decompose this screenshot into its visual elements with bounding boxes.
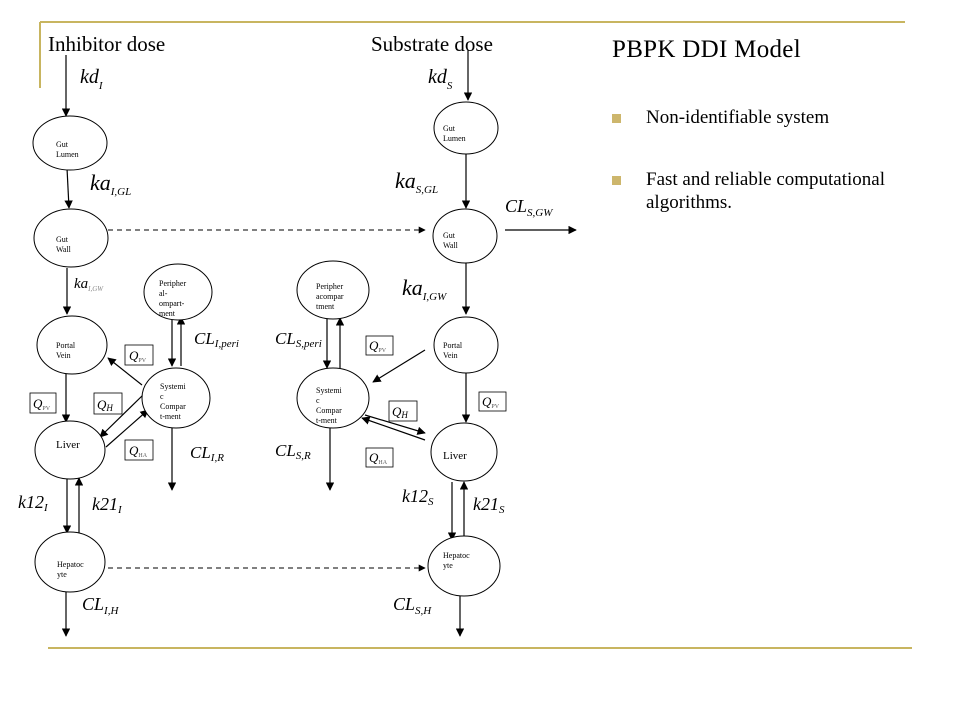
node-sub-systemic: Systemi c Compar t-ment: [296, 367, 370, 429]
param-cl-s-r: CLS,R: [275, 441, 311, 462]
node-label: yte: [443, 561, 453, 570]
node-inh-gut-lumen: Gut Lumen: [32, 115, 108, 171]
node-label: Systemi: [160, 382, 187, 391]
node-label: ment: [159, 309, 176, 318]
node-label: ompart-: [159, 299, 185, 308]
flow-box-inh-qh: QH: [93, 392, 123, 415]
param-k21-i: k21I: [92, 494, 123, 516]
node-label: Gut: [56, 140, 69, 149]
node-sub-peripheral: Peripher acompar tment: [296, 260, 370, 320]
node-label: t-ment: [316, 416, 338, 425]
inhibitor-dose-label: Inhibitor dose: [48, 32, 166, 56]
node-sub-liver: Liver: [430, 422, 498, 482]
node-label: Wall: [443, 241, 459, 250]
param-k12-s: k12S: [402, 486, 434, 508]
node-label: yte: [57, 570, 67, 579]
node-inh-systemic: Systemi c Compar t-ment: [141, 367, 211, 429]
node-sub-gut-wall: Gut Wall: [432, 208, 498, 264]
flow-box-inh-qpv-2: QPV: [29, 392, 57, 414]
node-label: Compar: [316, 406, 342, 415]
node-label: Hepatoc: [443, 551, 470, 560]
param-cl-s-gw: CLS,GW: [505, 196, 553, 219]
node-label: Vein: [443, 351, 458, 360]
param-cl-s-peri: CLS,peri: [275, 329, 322, 350]
node-label: Gut: [443, 124, 456, 133]
bullet-text: Fast and reliable computational algorith…: [646, 169, 886, 213]
substrate-dose-label: Substrate dose: [371, 32, 493, 56]
node-sub-hepatocyte: Hepatoc yte: [427, 535, 501, 597]
edge-sub-portal-to-systemic: [372, 349, 426, 383]
param-ka-i-gw-sub: kaI,GW: [402, 275, 447, 303]
node-label: al-: [159, 289, 168, 298]
node-label: Hepatoc: [57, 560, 84, 569]
param-ka-s-gl: kaS,GL: [395, 168, 438, 196]
param-k12-i: k12I: [18, 492, 49, 514]
flow-box-sub-qha: QHA: [365, 447, 394, 468]
svg-text:QH: QH: [392, 404, 408, 420]
node-inh-peripheral: Peripher al- ompart- ment: [143, 263, 213, 321]
edge-inh-lumen-to-wall: [64, 167, 73, 209]
param-cl-i-r: CLI,R: [190, 443, 224, 464]
flow-box-sub-qpv-1: QPV: [365, 335, 394, 356]
flow-box-inh-qha: QHA: [124, 439, 154, 461]
node-label: t-ment: [160, 412, 182, 421]
node-label: c: [160, 392, 164, 401]
param-kd-i: kdI: [80, 66, 104, 92]
node-label: c: [316, 396, 320, 405]
node-inh-hepatocyte: Hepatoc yte: [34, 531, 106, 593]
node-label: Portal: [56, 341, 76, 350]
node-label: Vein: [56, 351, 71, 360]
svg-text:QPV: QPV: [369, 338, 387, 354]
edge-inh-liver-to-systemic-qh: [105, 409, 149, 448]
node-label: Peripher: [159, 279, 186, 288]
edge-sub-liver-to-systemic: [361, 416, 426, 441]
flow-box-sub-qh: QH: [388, 400, 418, 422]
bullet-square-icon: [612, 114, 621, 123]
svg-text:QH: QH: [97, 397, 113, 413]
bullet-square-icon: [612, 176, 621, 185]
edge-sub-systemic-to-liver-qh: [364, 414, 426, 435]
node-label: Portal: [443, 341, 463, 350]
param-cl-i-peri: CLI,peri: [194, 329, 239, 350]
node-label: Liver: [443, 450, 467, 462]
flow-box-sub-qpv-2: QPV: [478, 391, 507, 412]
bullet-text: Non-identifiable system: [646, 107, 830, 128]
node-label: Gut: [443, 231, 456, 240]
node-label: Systemi: [316, 386, 343, 395]
param-k21-s: k21S: [473, 494, 505, 516]
node-label: Wall: [56, 245, 72, 254]
node-label: Lumen: [443, 134, 466, 143]
node-inh-liver: Liver: [34, 420, 106, 480]
param-kd-s: kdS: [428, 66, 453, 92]
node-label: acompar: [316, 292, 344, 301]
slide-title: PBPK DDI Model: [612, 36, 801, 63]
svg-text:QPV: QPV: [482, 394, 500, 410]
node-inh-portal-vein: Portal Vein: [36, 315, 108, 375]
param-cl-i-h: CLI,H: [82, 594, 119, 617]
node-label: Gut: [56, 235, 69, 244]
svg-text:QHA: QHA: [129, 443, 148, 459]
svg-text:QPV: QPV: [33, 396, 51, 412]
node-sub-gut-lumen: Gut Lumen: [433, 101, 499, 155]
node-label: Liver: [56, 439, 80, 451]
node-label: Peripher: [316, 282, 343, 291]
edge-inh-systemic-to-liver-qha: [99, 394, 144, 438]
param-ka-i-gl: kaI,GL: [90, 170, 131, 198]
flow-box-inh-qpv-1: QPV: [124, 344, 154, 366]
node-label: Compar: [160, 402, 186, 411]
node-label: tment: [316, 302, 335, 311]
svg-text:QPV: QPV: [129, 348, 147, 364]
bullet-item-1: Non-identifiable system: [612, 106, 946, 129]
edge-inh-systemic-to-portal: [107, 357, 143, 386]
node-sub-portal-vein: Portal Vein: [433, 316, 499, 374]
bullet-item-2: Fast and reliable computational algorith…: [612, 168, 946, 214]
node-inh-gut-wall: Gut Wall: [33, 208, 109, 268]
node-label: Lumen: [56, 150, 79, 159]
svg-text:QHA: QHA: [369, 450, 388, 466]
param-ka-i-gw: kaI,GW: [74, 276, 104, 293]
param-cl-s-h: CLS,H: [393, 594, 432, 617]
